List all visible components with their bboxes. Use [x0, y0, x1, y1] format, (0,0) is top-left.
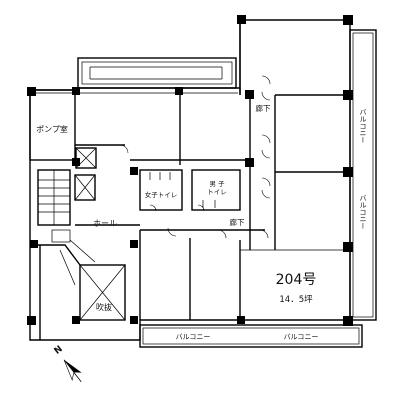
mens-toilet-label-line1: 男 子	[209, 180, 225, 188]
mens-toilet-label-line2: トイレ	[207, 188, 227, 196]
corridor-lower-label: 廊下	[230, 217, 245, 227]
balcony-bottom-right-label: バルコニー	[284, 333, 319, 341]
compass-north-label: N	[53, 344, 65, 357]
atrium-label: 吹抜	[96, 302, 112, 312]
pump-room-label: ポンプ室	[36, 124, 68, 134]
columns	[27, 15, 353, 326]
unit-number-label: 204号	[276, 272, 317, 288]
hall-label: ホール	[93, 219, 117, 228]
unit-area-label: 14．5坪	[279, 295, 313, 305]
balcony-right-upper-label: バルコニー	[359, 109, 367, 144]
compass-arrow-icon	[63, 359, 82, 383]
labels: ポンプ室 ホール 吹抜 女子トイレ 男 子 トイレ 廊下 廊下 バルコニー バル…	[36, 103, 367, 341]
balcony-right-lower-label: バルコニー	[359, 195, 367, 230]
doors	[119, 75, 271, 239]
corridor-upper-label: 廊下	[256, 103, 271, 113]
interior-walls	[29, 20, 350, 340]
womens-toilet-label: 女子トイレ	[145, 190, 178, 199]
balcony-bottom-left-label: バルコニー	[176, 333, 211, 341]
